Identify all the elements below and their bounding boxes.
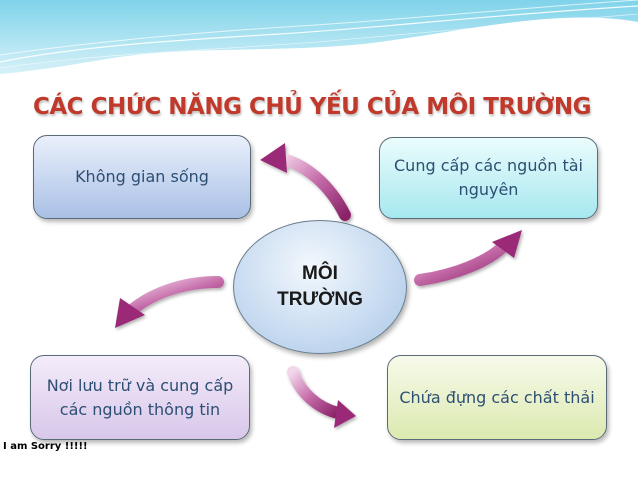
page-title: CÁC CHỨC NĂNG CHỦ YẾU CỦA MÔI TRƯỜNG (33, 94, 592, 120)
header-wave-decoration (0, 0, 638, 74)
center-label-line: TRƯỜNG (277, 289, 363, 310)
arrow-to-bottom-right (287, 366, 356, 428)
function-box-waste: Chứa đựng các chất thải (387, 355, 607, 440)
function-box-information: Nơi lưu trữ và cung cấp các nguồn thông … (30, 355, 250, 440)
arrow-to-bottom-left (115, 276, 224, 328)
function-label: Không gian sống (75, 167, 209, 186)
function-label-line: các nguồn thông tin (59, 399, 221, 419)
function-label-line: nguyên (458, 180, 519, 199)
watermark-text: I am Sorry !!!!! (3, 441, 88, 452)
center-node-environment: MÔI TRƯỜNG (233, 220, 407, 354)
arrow-to-top-right (414, 230, 522, 286)
function-box-resources: Cung cấp các nguồn tài nguyên (379, 137, 598, 219)
function-label-line: Cung cấp các nguồn tài (394, 156, 583, 175)
function-label: Chứa đựng các chất thải (399, 387, 595, 407)
function-box-living-space: Không gian sống (33, 135, 251, 219)
function-label-line: Nơi lưu trữ và cung cấp (46, 375, 234, 395)
arrow-to-top-left (260, 143, 351, 221)
center-label-line: MÔI (302, 263, 338, 285)
